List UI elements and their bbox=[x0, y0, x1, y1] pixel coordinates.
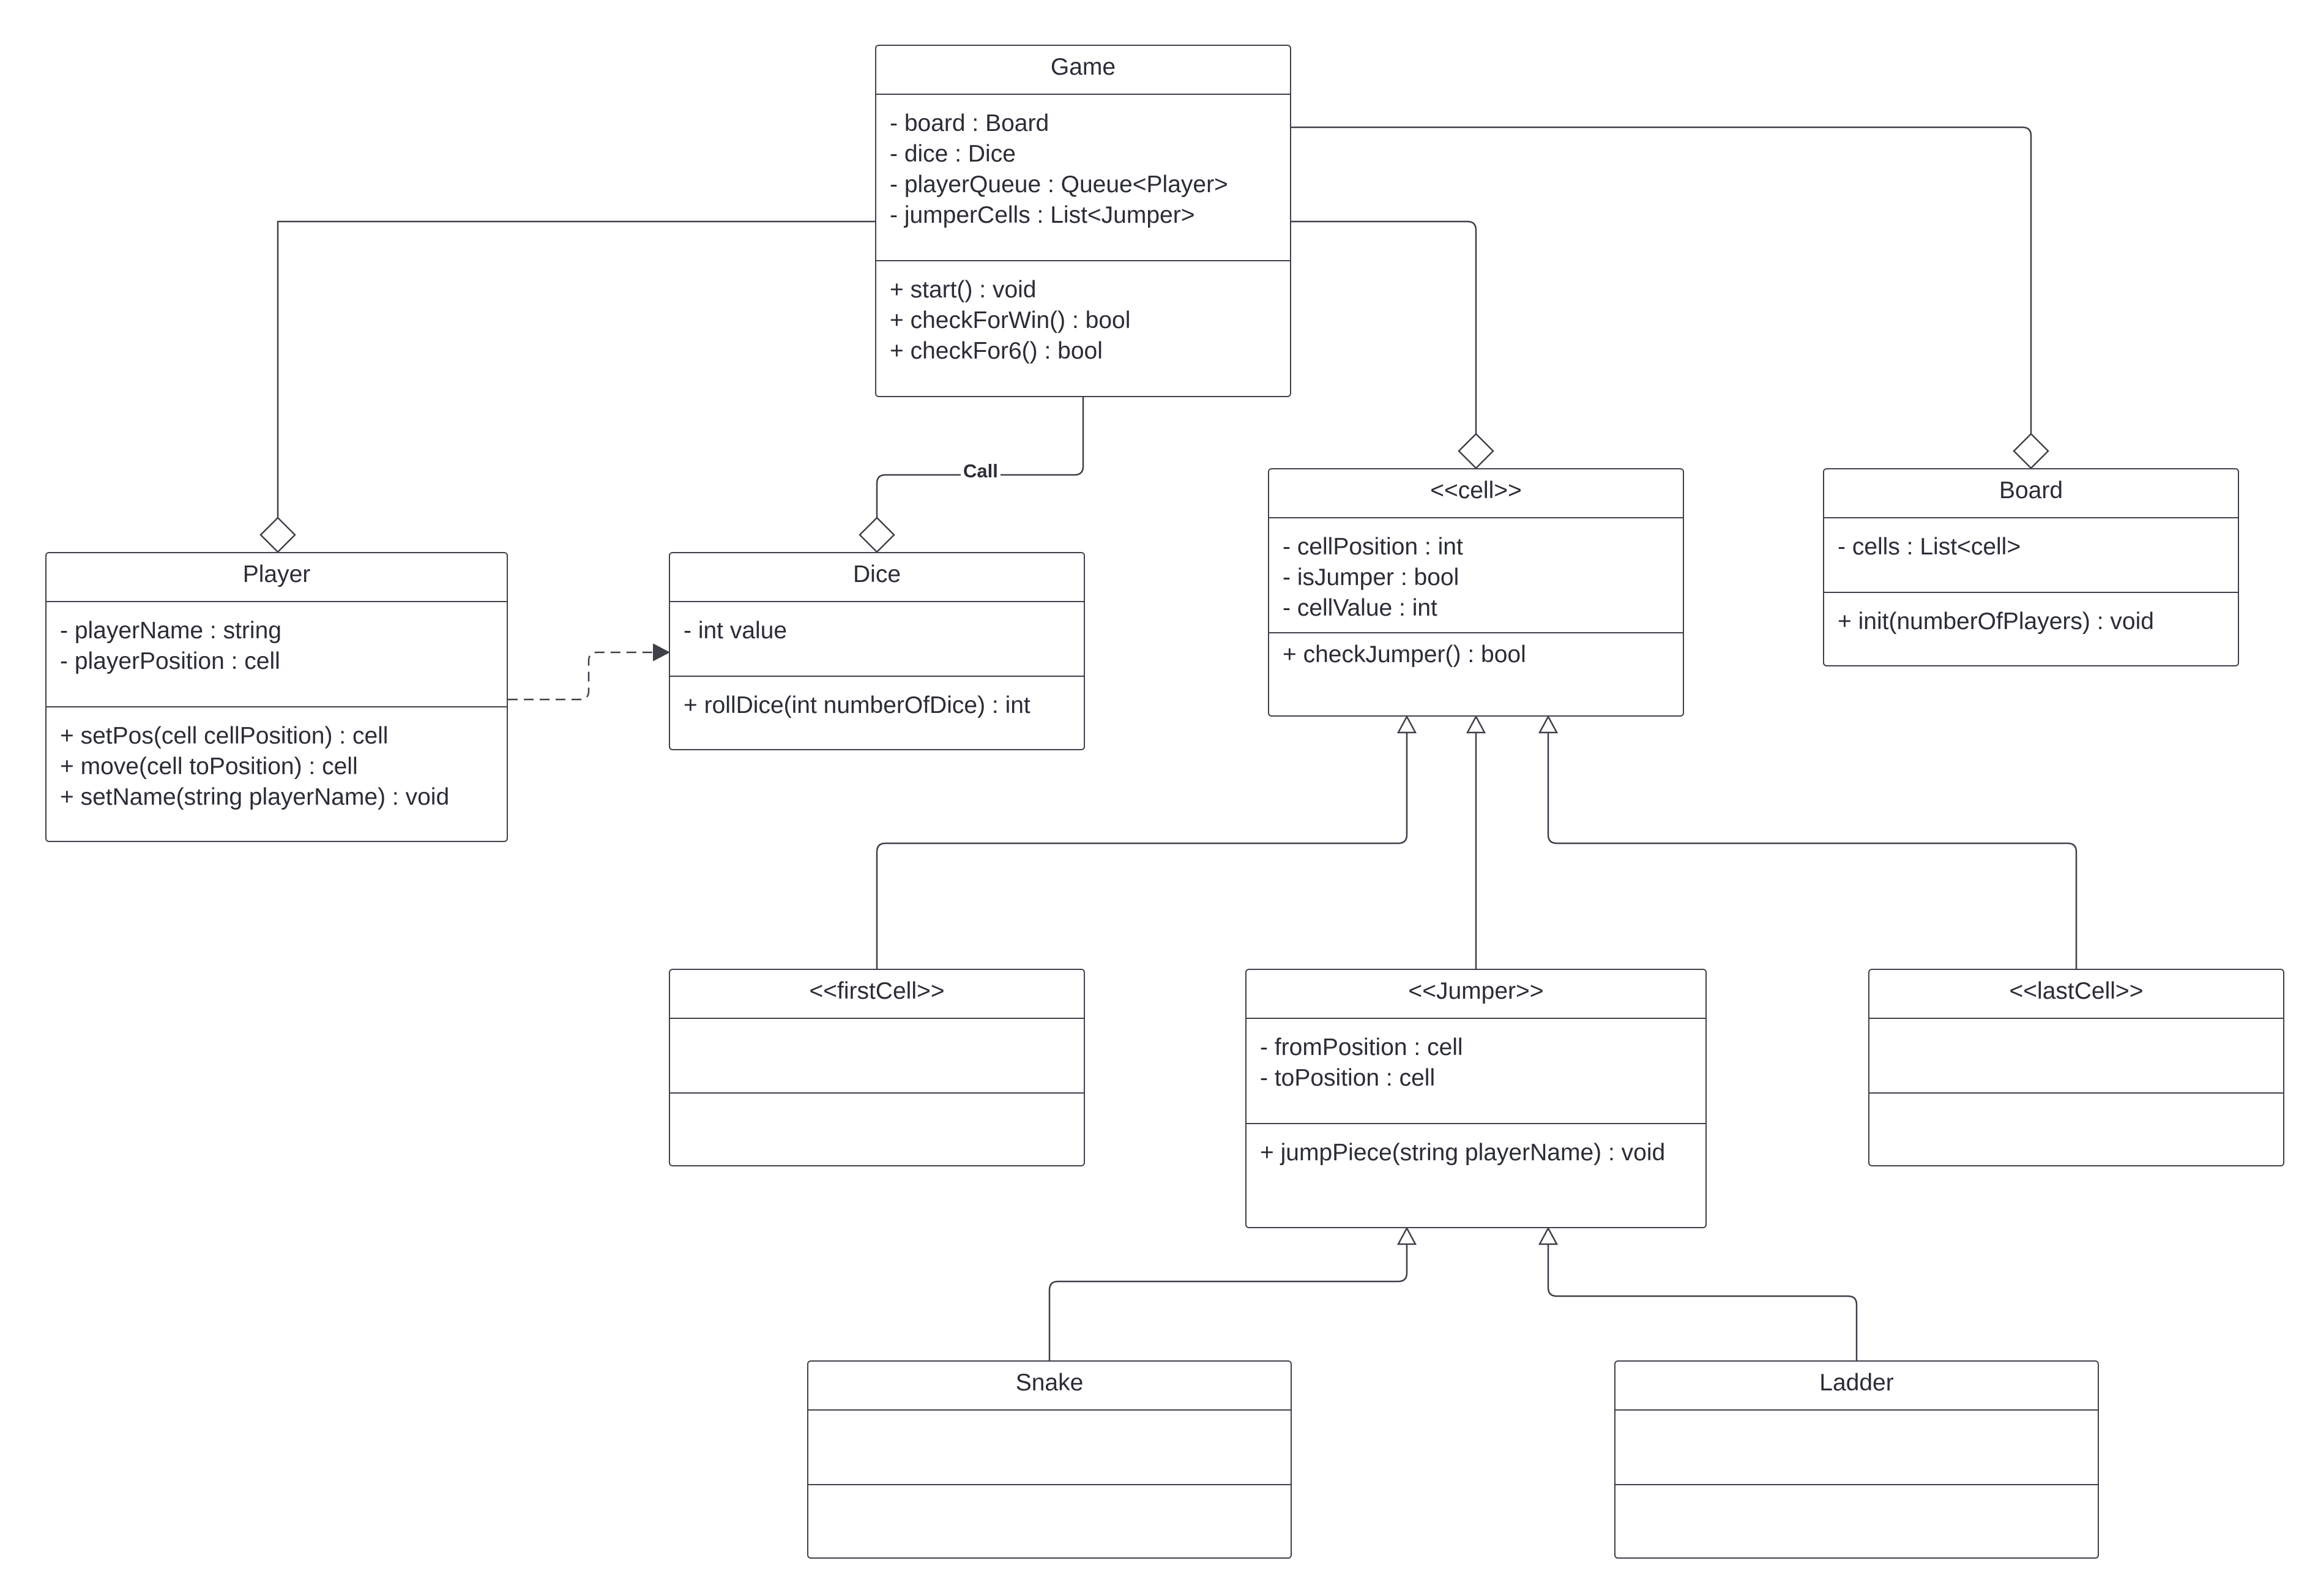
attribute: - dice : Dice bbox=[890, 141, 1016, 167]
class-board[interactable]: Board - cells : List<cell> + init(number… bbox=[1823, 468, 2239, 666]
aggregation-line-game-player bbox=[277, 220, 875, 518]
generalization-arrow-jumper bbox=[1466, 715, 1486, 734]
class-first-cell-operations bbox=[670, 1094, 1084, 1165]
class-jumper-operations: + jumpPiece(string playerName) : void bbox=[1247, 1124, 1705, 1227]
class-cell-name: <<cell>> bbox=[1269, 469, 1683, 518]
operation: + jumpPiece(string playerName) : void bbox=[1260, 1139, 1666, 1166]
aggregation-diamond-dice bbox=[859, 516, 895, 553]
operation: + setPos(cell cellPosition) : cell bbox=[60, 723, 389, 749]
operation: + rollDice(int numberOfDice) : int bbox=[684, 692, 1030, 718]
class-player[interactable]: Player - playerName : string - playerPos… bbox=[45, 552, 508, 842]
operation: + setName(string playerName) : void bbox=[60, 784, 450, 810]
class-game[interactable]: Game - board : Board - dice : Dice - pla… bbox=[875, 45, 1291, 397]
generalization-line-firstcell-cell bbox=[876, 733, 1408, 969]
aggregation-line-game-dice bbox=[876, 397, 1084, 518]
aggregation-line-game-cell bbox=[1291, 220, 1477, 434]
generalization-line-snake-jumper bbox=[1048, 1244, 1408, 1360]
generalization-arrow-snake bbox=[1396, 1226, 1417, 1245]
dependency-line-player-dice bbox=[508, 651, 655, 701]
generalization-line-ladder-jumper bbox=[1547, 1244, 1858, 1360]
class-dice-name: Dice bbox=[670, 553, 1084, 602]
class-jumper-attributes: - fromPosition : cell - toPosition : cel… bbox=[1247, 1019, 1705, 1124]
aggregation-diamond-cell bbox=[1458, 433, 1494, 469]
attribute: - playerName : string bbox=[60, 617, 281, 644]
generalization-arrow-ladder bbox=[1538, 1226, 1559, 1245]
aggregation-diamond-board bbox=[2013, 433, 2049, 469]
class-last-cell-attributes bbox=[1869, 1019, 2283, 1094]
class-ladder-operations bbox=[1616, 1485, 2098, 1557]
operation: + checkJumper() : bool bbox=[1283, 641, 1526, 668]
generalization-arrow-firstcell bbox=[1396, 715, 1417, 734]
class-first-cell-attributes bbox=[670, 1019, 1084, 1094]
aggregation-diamond-player bbox=[259, 516, 296, 553]
class-jumper-name: <<Jumper>> bbox=[1247, 970, 1705, 1019]
class-first-cell[interactable]: <<firstCell>> bbox=[669, 969, 1085, 1166]
class-dice[interactable]: Dice - int value + rollDice(int numberOf… bbox=[669, 552, 1085, 750]
aggregation-line-game-board bbox=[1291, 126, 2032, 434]
call-edge-label: Call bbox=[961, 460, 1001, 482]
class-cell-attributes: - cellPosition : int - isJumper : bool -… bbox=[1269, 518, 1683, 633]
attribute: - toPosition : cell bbox=[1260, 1065, 1436, 1091]
class-last-cell-name: <<lastCell>> bbox=[1869, 970, 2283, 1019]
class-cell-operations: + checkJumper() : bool bbox=[1269, 633, 1683, 715]
attribute: - board : Board bbox=[890, 110, 1049, 136]
class-ladder-name: Ladder bbox=[1616, 1362, 2098, 1411]
attribute: - playerPosition : cell bbox=[60, 648, 280, 674]
class-snake-operations bbox=[808, 1485, 1291, 1557]
attribute: - playerQueue : Queue<Player> bbox=[890, 171, 1228, 198]
attribute: - cellPosition : int bbox=[1283, 534, 1463, 560]
class-game-name: Game bbox=[876, 46, 1290, 95]
operation: + init(numberOfPlayers) : void bbox=[1838, 608, 2154, 635]
class-game-attributes: - board : Board - dice : Dice - playerQu… bbox=[876, 95, 1290, 261]
operation: + checkForWin() : bool bbox=[890, 307, 1131, 334]
class-game-operations: + start() : void + checkForWin() : bool … bbox=[876, 261, 1290, 396]
dependency-arrowhead-dice bbox=[653, 643, 671, 662]
class-first-cell-name: <<firstCell>> bbox=[670, 970, 1084, 1019]
class-player-attributes: - playerName : string - playerPosition :… bbox=[47, 602, 507, 707]
class-snake-attributes bbox=[808, 1411, 1291, 1485]
generalization-arrow-lastcell bbox=[1538, 715, 1559, 734]
class-last-cell-operations bbox=[1869, 1094, 2283, 1165]
attribute: - isJumper : bool bbox=[1283, 564, 1459, 591]
class-last-cell[interactable]: <<lastCell>> bbox=[1868, 969, 2284, 1166]
class-board-attributes: - cells : List<cell> bbox=[1824, 518, 2238, 593]
class-player-name: Player bbox=[47, 553, 507, 602]
operation: + checkFor6() : bool bbox=[890, 338, 1103, 364]
class-dice-attributes: - int value bbox=[670, 602, 1084, 677]
class-cell[interactable]: <<cell>> - cellPosition : int - isJumper… bbox=[1268, 468, 1684, 717]
attribute: - cellValue : int bbox=[1283, 595, 1437, 621]
class-player-operations: + setPos(cell cellPosition) : cell + mov… bbox=[47, 707, 507, 841]
class-dice-operations: + rollDice(int numberOfDice) : int bbox=[670, 677, 1084, 749]
class-snake[interactable]: Snake bbox=[807, 1360, 1292, 1559]
operation: + move(cell toPosition) : cell bbox=[60, 753, 358, 780]
class-board-name: Board bbox=[1824, 469, 2238, 518]
attribute: - cells : List<cell> bbox=[1838, 534, 2021, 560]
attribute: - int value bbox=[684, 617, 788, 644]
attribute: - fromPosition : cell bbox=[1260, 1034, 1463, 1061]
class-board-operations: + init(numberOfPlayers) : void bbox=[1824, 593, 2238, 665]
class-snake-name: Snake bbox=[808, 1362, 1291, 1411]
class-jumper[interactable]: <<Jumper>> - fromPosition : cell - toPos… bbox=[1245, 969, 1707, 1228]
class-ladder[interactable]: Ladder bbox=[1614, 1360, 2099, 1559]
operation: + start() : void bbox=[890, 277, 1037, 303]
generalization-line-lastcell-cell bbox=[1547, 733, 2078, 969]
attribute: - jumperCells : List<Jumper> bbox=[890, 202, 1195, 228]
class-ladder-attributes bbox=[1616, 1411, 2098, 1485]
